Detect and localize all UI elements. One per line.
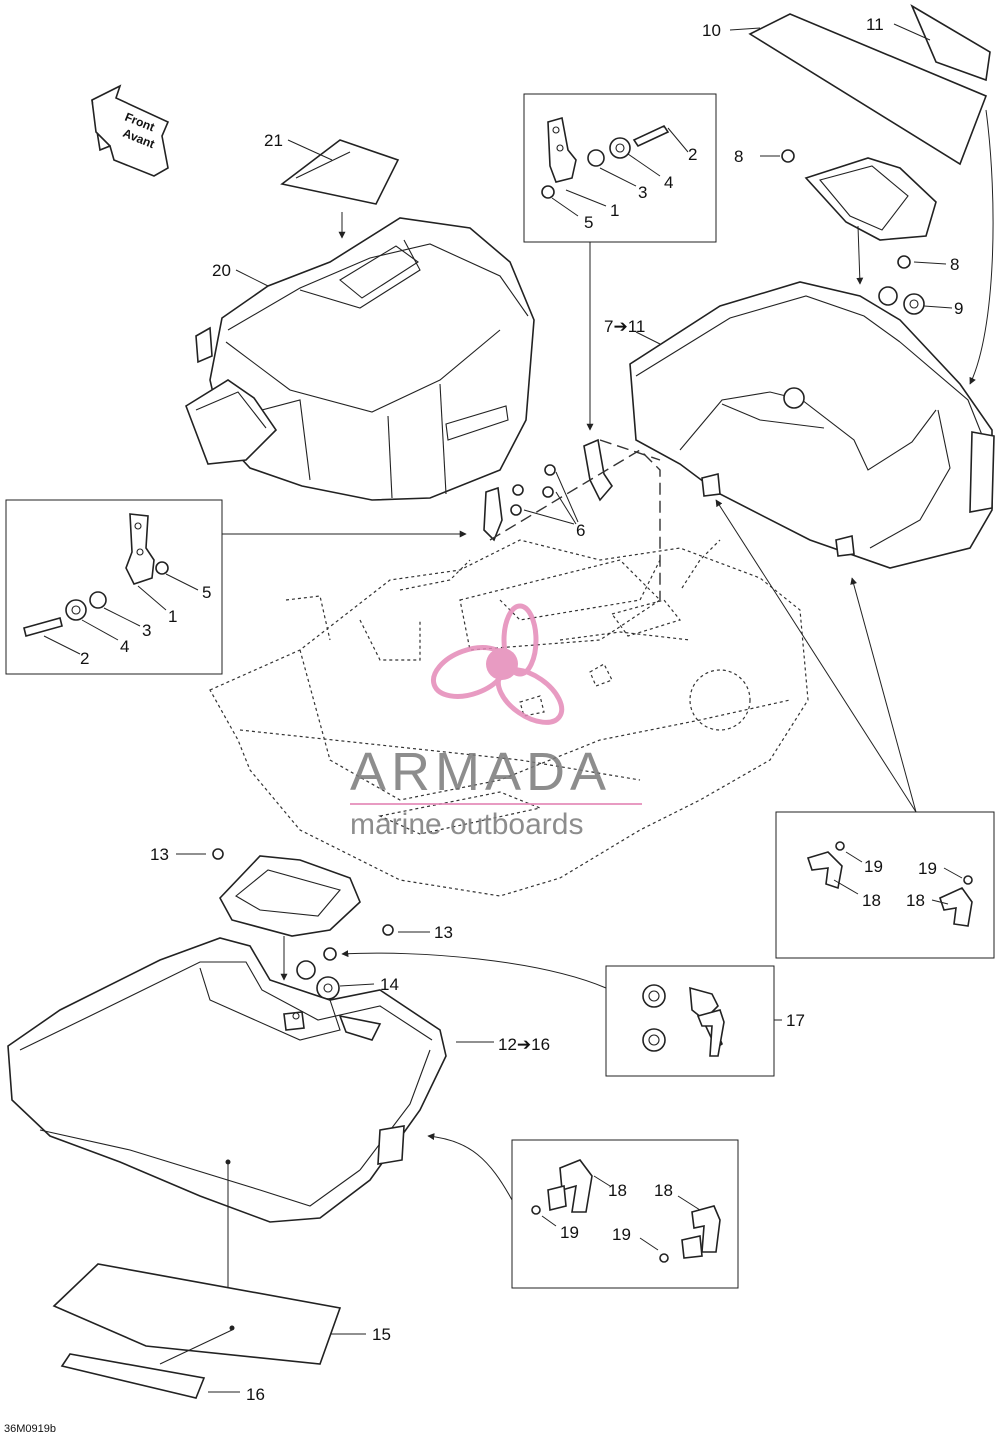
callout-11-top: 11 [866, 15, 884, 34]
watermark-tagline: marine outboards [350, 808, 583, 841]
bracket-13: 13 13 [150, 845, 453, 981]
propeller-logo-icon [431, 603, 565, 725]
clip-detail-box-bottom: 18 19 18 19 [427, 1133, 739, 1289]
callout-7-11: 7➔11 [604, 317, 645, 336]
decals-10-11: 10 11 [702, 4, 994, 385]
bracket-detail-box-top: 1 2 3 4 5 [523, 93, 717, 431]
callout-17: 17 [786, 1011, 805, 1030]
callout-13-top: 13 [150, 845, 169, 864]
watermark-brand: ARMADA [350, 742, 611, 802]
lock-14: 14 [296, 947, 399, 1000]
clip-detail-box-right: 19 18 19 18 [715, 499, 995, 959]
callout-13-bottom: 13 [434, 923, 453, 942]
callout-4-left: 4 [120, 637, 129, 656]
armada-watermark: ARMADA marine outboards [350, 603, 642, 841]
callout-20: 20 [212, 261, 231, 280]
callout-15: 15 [372, 1325, 391, 1344]
callout-8-bottom: 8 [950, 255, 959, 274]
callout-6: 6 [576, 521, 585, 540]
callout-8-top: 8 [734, 147, 743, 166]
callout-18-right-b: 18 [906, 891, 925, 910]
callout-10: 10 [702, 21, 721, 40]
callout-5-left: 5 [202, 583, 211, 602]
callout-2-left: 2 [80, 649, 89, 668]
callout-3-left: 3 [142, 621, 151, 640]
callout-16: 16 [246, 1385, 265, 1404]
callout-18-bottom-b: 18 [654, 1181, 673, 1200]
left-saddlebag-12-16: 12➔16 [7, 937, 550, 1290]
diagram-code: 36M0919b [4, 1423, 56, 1435]
top-case-liner-20: 20 [185, 217, 535, 501]
callout-18-bottom-a: 18 [608, 1181, 627, 1200]
callout-18-right-a: 18 [862, 891, 881, 910]
callout-12-16: 12➔16 [498, 1035, 550, 1054]
callout-21: 21 [264, 131, 283, 150]
callout-19-bottom-a: 19 [560, 1223, 579, 1242]
decals-15-16: 15 16 [52, 1263, 391, 1404]
front-direction-arrow: Front Avant [91, 84, 170, 177]
decal-21: 21 [264, 131, 400, 239]
callout-9: 9 [954, 299, 963, 318]
mounting-plate-8: 8 8 9 [734, 147, 963, 318]
key-set-box-17: 17 [341, 950, 805, 1077]
callout-3-top: 3 [638, 183, 647, 202]
bracket-detail-box-left: 5 1 3 4 2 [5, 499, 467, 675]
callout-19-bottom-b: 19 [612, 1225, 631, 1244]
callout-19-right-a: 19 [864, 857, 883, 876]
callout-1-left: 1 [168, 607, 177, 626]
callout-5-top: 5 [584, 213, 593, 232]
callout-14: 14 [380, 975, 399, 994]
callout-2-top: 2 [688, 145, 697, 164]
callout-1-top: 1 [610, 201, 619, 220]
callout-4-top: 4 [664, 173, 673, 192]
callout-19-right-b: 19 [918, 859, 937, 878]
right-saddlebag-7-11: 7➔11 [604, 281, 995, 569]
vehicle-frame-outline [209, 439, 809, 897]
